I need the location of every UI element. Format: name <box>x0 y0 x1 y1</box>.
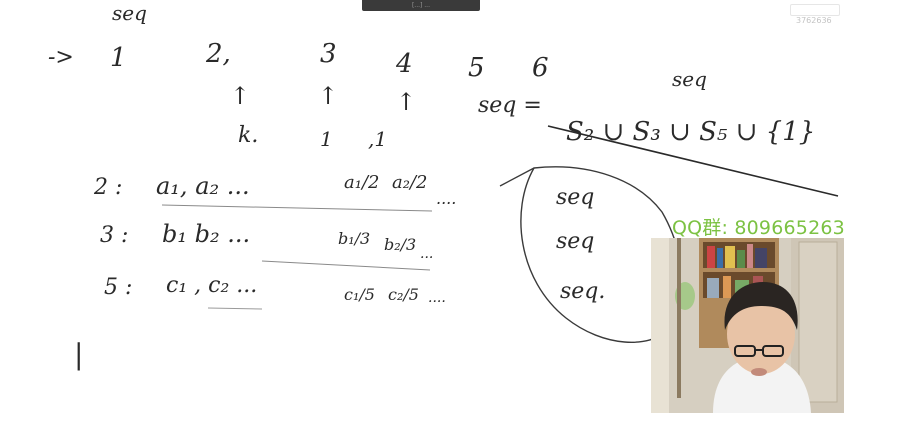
underline-stroke <box>547 125 839 197</box>
heading-seq: seq <box>112 1 147 25</box>
circle-seq-2: seq <box>556 229 594 254</box>
seq-equation-lhs: seq = <box>478 93 542 118</box>
bottom-tick: | <box>74 338 83 371</box>
row-3-strike <box>261 260 431 271</box>
webcam-scene <box>651 238 844 413</box>
player-top-bar[interactable]: [...] ... <box>362 0 480 11</box>
row-3-frac-b2: b₂/3 <box>384 235 416 254</box>
row-3-frac-b1: b₁/3 <box>338 229 370 248</box>
row-3-fractions: b₁/3 b₂/3 ... <box>338 229 433 262</box>
row-3-frac-dots: ... <box>420 246 433 262</box>
marker-label-1b: ,1 <box>368 127 387 151</box>
row-5-strike <box>207 307 263 310</box>
row-5-fractions: c₁/5 c₂/5 .... <box>344 285 446 306</box>
number-5: 5 <box>468 53 485 83</box>
marker-up-1: ↑ <box>230 82 250 110</box>
circle-seq-1: seq <box>556 185 594 210</box>
row-2-frac-dots: .... <box>436 189 456 208</box>
row-2-label: 2 : <box>93 175 122 200</box>
row-5-seq: c₁ , c₂ ... <box>166 273 257 298</box>
marker-label-1: 1 <box>320 127 333 151</box>
row-2-fractions: a₁/2 a₂/2 .... <box>344 172 456 208</box>
number-6: 6 <box>532 53 549 83</box>
row-3-label: 3 : <box>100 223 128 248</box>
row-2-strike <box>161 204 433 212</box>
row-2-frac-a2: a₂/2 <box>392 172 427 193</box>
number-3: 3 <box>320 39 337 69</box>
player-top-bar-text: [...] ... <box>411 2 431 9</box>
watermark-box <box>790 4 840 16</box>
row-5-frac-c2: c₂/5 <box>388 285 419 304</box>
row-5-label: 5 : <box>104 275 132 300</box>
pointer-arrow: -> <box>48 45 74 70</box>
marker-label-k: k. <box>238 123 258 148</box>
number-2: 2, <box>205 39 231 69</box>
watermark-id: 3762636 <box>796 16 832 25</box>
row-3-seq: b₁ b₂ ... <box>162 220 250 248</box>
row-2-frac-a1: a₁/2 <box>344 172 379 193</box>
number-4: 4 <box>395 49 413 79</box>
row-5-frac-dots: .... <box>428 290 446 306</box>
webcam-feed <box>651 238 844 413</box>
seq-equation-rhs: S₂ ∪ S₃ ∪ S₅ ∪ {1} <box>566 117 815 147</box>
row-5-frac-c1: c₁/5 <box>344 285 375 304</box>
circle-tail <box>499 167 535 187</box>
row-2-seq: a₁, a₂ ... <box>156 172 250 200</box>
qq-group-label: QQ群: 809665263 <box>672 217 845 239</box>
marker-up-2: ↑ <box>318 82 338 110</box>
seq-label-top: seq <box>672 67 707 91</box>
number-1: 1 <box>110 43 127 73</box>
circle-seq-3: seq. <box>560 279 605 304</box>
marker-up-3: ↑ <box>396 88 416 116</box>
